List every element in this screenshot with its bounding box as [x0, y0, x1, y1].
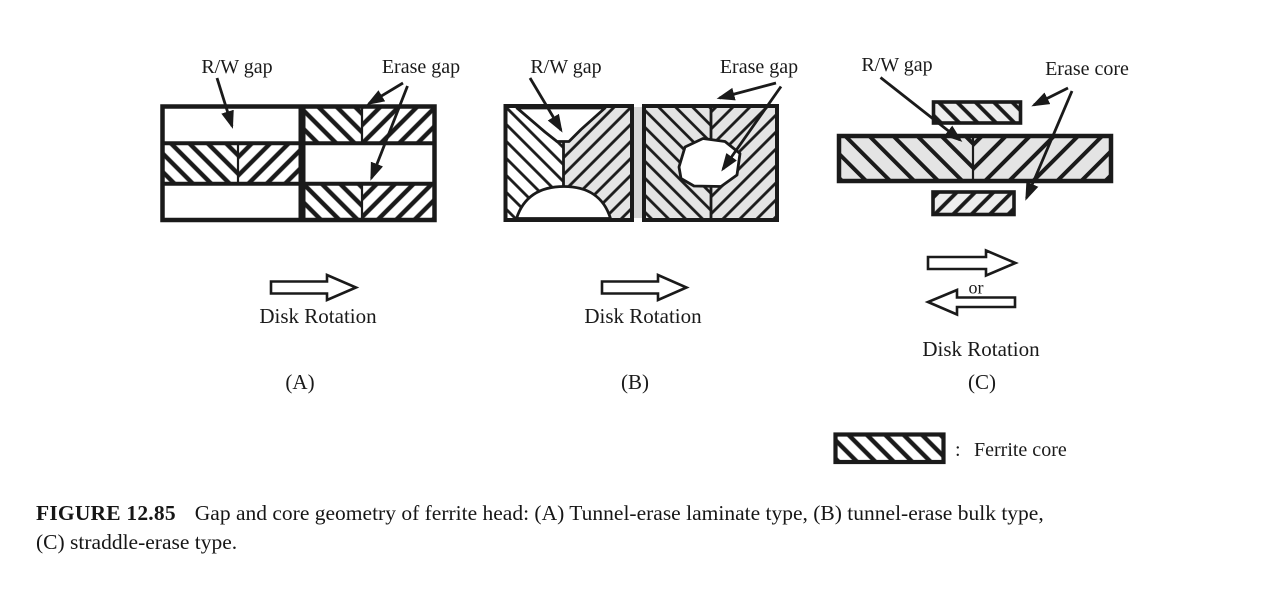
figure-caption-line-2: (C) straddle-erase type. — [36, 529, 238, 554]
panel-c-rw-bar-hatch-left — [839, 136, 973, 181]
panel-a-rw-core-right — [238, 145, 301, 182]
panel-b-erase-gap-label: Erase gap — [720, 56, 798, 78]
panel-a-head-structure — [160, 104, 437, 223]
legend-label: Ferrite core — [974, 439, 1067, 461]
panel-a-erase-core-bottom-right — [362, 185, 434, 219]
panel-c-erase-core-lower — [931, 190, 1016, 217]
panel-b-rw-gap-label: R/W gap — [530, 56, 601, 78]
panel-c-erase-core-arrow-top — [1031, 86, 1069, 107]
panel-c-rw-gap-label: R/W gap — [861, 54, 932, 76]
panel-a-rw-core-left — [164, 145, 238, 182]
panel-b-disk-rotation-label: Disk Rotation — [584, 304, 702, 328]
panel-b-erase-gap-arrow-top — [716, 81, 777, 101]
panel-a-erase-core-top-left — [303, 108, 362, 142]
panel-c-disk-rotation-arrow-left — [924, 288, 1017, 317]
panel-c-disk-rotation-label: Disk Rotation — [922, 337, 1040, 361]
panel-c-erase-core-upper — [931, 100, 1023, 125]
legend-separator: : — [955, 439, 961, 461]
panel-c-disk-rotation-arrow-right — [926, 248, 1019, 278]
panel-b-letter: (B) — [621, 370, 649, 394]
panel-b-erase-tunnel-window — [677, 137, 742, 188]
panel-a-erase-gap-arrow-bottom — [370, 85, 409, 181]
panel-c-head-structure — [836, 100, 1114, 217]
panel-c-erase-core-arrow-bottom — [1025, 90, 1074, 201]
legend: : Ferrite core — [833, 432, 1067, 465]
panel-c-erase-core-label: Erase core — [1045, 58, 1129, 80]
figure-caption-tag: FIGURE 12.85 — [36, 501, 176, 525]
panel-b: R/W gap Erase gap Disk Rotation (B) — [503, 56, 798, 394]
panel-c-rw-gap-arrow — [879, 76, 963, 142]
panel-a-disk-rotation-arrow — [269, 273, 360, 302]
panel-b-head-structure — [503, 104, 779, 222]
legend-ferrite-swatch — [833, 432, 946, 465]
panel-a-erase-core-bottom-left — [303, 185, 362, 219]
panel-c: R/W gap Erase core or Disk Rotation (C) — [836, 54, 1129, 394]
panel-b-erase-block-outline — [642, 104, 779, 222]
panel-a-erase-gap-label: Erase gap — [382, 56, 460, 78]
panel-a-disk-rotation-label: Disk Rotation — [259, 304, 377, 328]
panel-c-or-label: or — [969, 278, 984, 298]
figure-caption: FIGURE 12.85 Gap and core geometry of fer… — [36, 499, 1254, 556]
figure-caption-text-1: Gap and core geometry of ferrite head: (… — [194, 501, 1044, 525]
panel-a-erase-gap-arrow-top — [366, 81, 404, 106]
panel-a-rw-gap-label: R/W gap — [201, 56, 272, 78]
panel-a-letter: (A) — [285, 370, 314, 394]
panel-b-disk-rotation-arrow — [600, 273, 690, 302]
panel-b-erase-gap-arrow-bottom — [721, 85, 783, 172]
panel-b-rw-block-outline — [503, 104, 634, 222]
panel-c-letter: (C) — [968, 370, 996, 394]
panel-a-rw-gap-arrow — [215, 77, 234, 129]
panel-a-core-outline — [160, 104, 437, 223]
panel-a: R/W gap Erase gap Disk Rotation (A) — [160, 56, 460, 394]
figure-12-85-diagram: R/W gap Erase gap Disk Rotation (A) — [160, 54, 1129, 465]
figure-caption-line-1: FIGURE 12.85 Gap and core geometry of fer… — [36, 499, 1254, 528]
panel-b-rw-gap-arrow — [528, 77, 563, 133]
panel-c-rw-bar-outline — [836, 133, 1114, 184]
